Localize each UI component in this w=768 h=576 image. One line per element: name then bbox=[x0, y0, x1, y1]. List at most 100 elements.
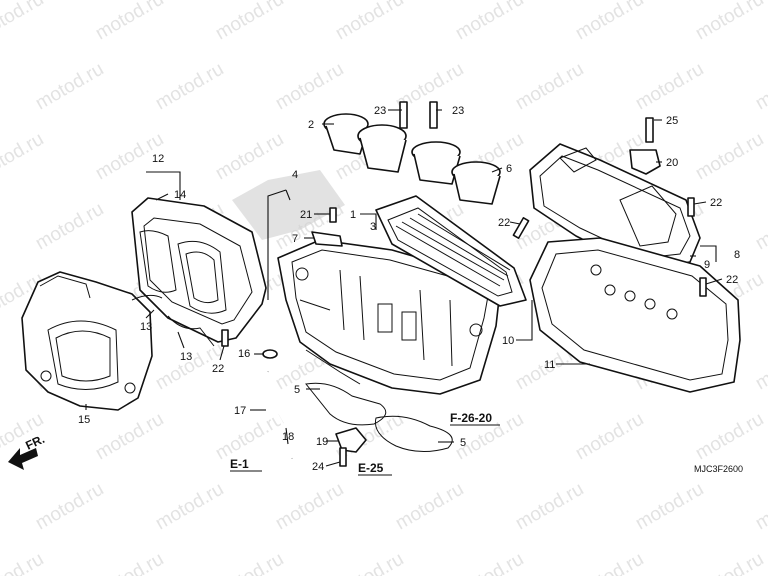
watermark-text: motod.ru bbox=[32, 199, 107, 255]
front-arrow-icon bbox=[8, 448, 38, 470]
watermark-text: motod.ru bbox=[0, 549, 47, 576]
callout-11: 3 bbox=[370, 221, 376, 233]
callout-4: 25 bbox=[666, 115, 678, 127]
watermark-text: motod.ru bbox=[692, 549, 767, 576]
watermark-text: motod.ru bbox=[212, 0, 287, 44]
watermark-text: motod.ru bbox=[32, 59, 107, 115]
watermark-text: motod.ru bbox=[152, 479, 227, 535]
leader-lines bbox=[85, 109, 723, 467]
callout-12: 21 bbox=[300, 209, 312, 221]
leader-line-20 bbox=[177, 331, 185, 349]
callout-8: 14 bbox=[174, 189, 186, 201]
callout-16: 8 bbox=[734, 249, 740, 261]
diagram-code: MJC3F2600 bbox=[694, 464, 743, 474]
intake-duct bbox=[21, 271, 153, 411]
watermark-text: motod.ru bbox=[752, 59, 768, 115]
callout-24: 11 bbox=[544, 359, 555, 371]
callout-21: 22 bbox=[212, 363, 224, 375]
watermark-text: motod.ru bbox=[572, 549, 647, 576]
watermark-text: motod.ru bbox=[92, 0, 167, 44]
callout-3: 23 bbox=[452, 105, 464, 117]
watermark-text: motod.ru bbox=[32, 479, 107, 535]
watermark-text: motod.ru bbox=[692, 0, 767, 44]
watermark-text: motod.ru bbox=[0, 129, 47, 185]
callout-18: 22 bbox=[726, 274, 738, 286]
watermark-text: motod.ru bbox=[212, 409, 287, 465]
callout-10: 1 bbox=[350, 209, 356, 221]
watermark-text: motod.ru bbox=[392, 479, 467, 535]
callout-1: 2 bbox=[308, 119, 314, 131]
watermark-text: motod.ru bbox=[272, 479, 347, 535]
watermark-text: motod.ru bbox=[92, 549, 167, 576]
leader-line-30 bbox=[325, 461, 341, 467]
leader-line-15 bbox=[693, 201, 707, 205]
leader-line-8 bbox=[155, 193, 169, 201]
ref-e-25: E-25 bbox=[358, 461, 384, 475]
watermark-text: motod.ru bbox=[212, 549, 287, 576]
leader-line-28 bbox=[285, 427, 289, 445]
callout-5: 6 bbox=[506, 163, 512, 175]
callout-28: 18 bbox=[282, 431, 294, 443]
watermark-text: motod.ru bbox=[512, 479, 587, 535]
callout-27: 17 bbox=[234, 405, 246, 417]
leader-line-11 bbox=[360, 213, 377, 230]
leader-line-7 bbox=[146, 171, 181, 200]
callout-9: 4 bbox=[292, 169, 298, 181]
air-cleaner-housing bbox=[277, 239, 501, 395]
watermark-text: motod.ru bbox=[632, 479, 707, 535]
watermark-text: motod.ru bbox=[752, 199, 768, 255]
callout-13: 7 bbox=[292, 233, 298, 245]
watermark-text: motod.ru bbox=[692, 409, 767, 465]
callout-14: 22 bbox=[498, 217, 510, 229]
leader-line-9 bbox=[267, 189, 287, 300]
callout-2: 23 bbox=[374, 105, 386, 117]
callout-26: 5 bbox=[460, 437, 466, 449]
watermark-text: motod.ru bbox=[752, 339, 768, 395]
callout-29: 19 bbox=[316, 436, 328, 448]
ref-e-1: E-1 bbox=[230, 457, 249, 471]
callout-17: 9 bbox=[704, 259, 710, 271]
leader-line-14 bbox=[509, 221, 521, 225]
watermark-text: motod.ru bbox=[752, 479, 768, 535]
callout-15: 22 bbox=[710, 197, 722, 209]
callout-31: 15 bbox=[78, 414, 90, 426]
callout-19: 13 bbox=[140, 321, 152, 333]
leader-line-19 bbox=[145, 309, 155, 319]
watermark-text: motod.ru bbox=[152, 59, 227, 115]
callout-20: 13 bbox=[180, 351, 192, 363]
upper-cover bbox=[529, 143, 701, 269]
leader-line-5 bbox=[491, 167, 503, 173]
callout-22: 16 bbox=[238, 348, 250, 360]
watermark-text: motod.ru bbox=[452, 0, 527, 44]
watermark-text: motod.ru bbox=[572, 409, 647, 465]
watermark-text: motod.ru bbox=[632, 59, 707, 115]
leader-line-16 bbox=[700, 245, 717, 262]
watermark-text: motod.ru bbox=[572, 0, 647, 44]
stipple-shade bbox=[232, 170, 345, 240]
leader-line-21 bbox=[219, 345, 225, 361]
callout-7: 12 bbox=[152, 153, 164, 165]
watermark-text: motod.ru bbox=[272, 59, 347, 115]
filter-cover-frame bbox=[131, 197, 267, 343]
watermark-text: motod.ru bbox=[0, 0, 47, 44]
intake-funnels bbox=[323, 113, 501, 205]
filter-element bbox=[375, 195, 527, 307]
leader-line-10 bbox=[285, 189, 291, 201]
watermark-text: motod.ru bbox=[692, 129, 767, 185]
watermark-text: motod.ru bbox=[452, 549, 527, 576]
watermark-text: motod.ru bbox=[512, 59, 587, 115]
callout-23: 10 bbox=[502, 335, 514, 347]
watermark-text: motod.ru bbox=[332, 0, 407, 44]
lower-case bbox=[529, 237, 741, 393]
callout-30: 24 bbox=[312, 461, 324, 473]
watermark-text: motod.ru bbox=[332, 549, 407, 576]
callout-25: 5 bbox=[294, 384, 300, 396]
watermark-text: motod.ru bbox=[212, 129, 287, 185]
leader-line-23 bbox=[516, 300, 533, 341]
leader-line-18 bbox=[705, 278, 723, 285]
ref-f-26-20: F-26-20 bbox=[450, 411, 492, 425]
watermark-text: motod.ru bbox=[92, 409, 167, 465]
callout-6: 20 bbox=[666, 157, 678, 169]
